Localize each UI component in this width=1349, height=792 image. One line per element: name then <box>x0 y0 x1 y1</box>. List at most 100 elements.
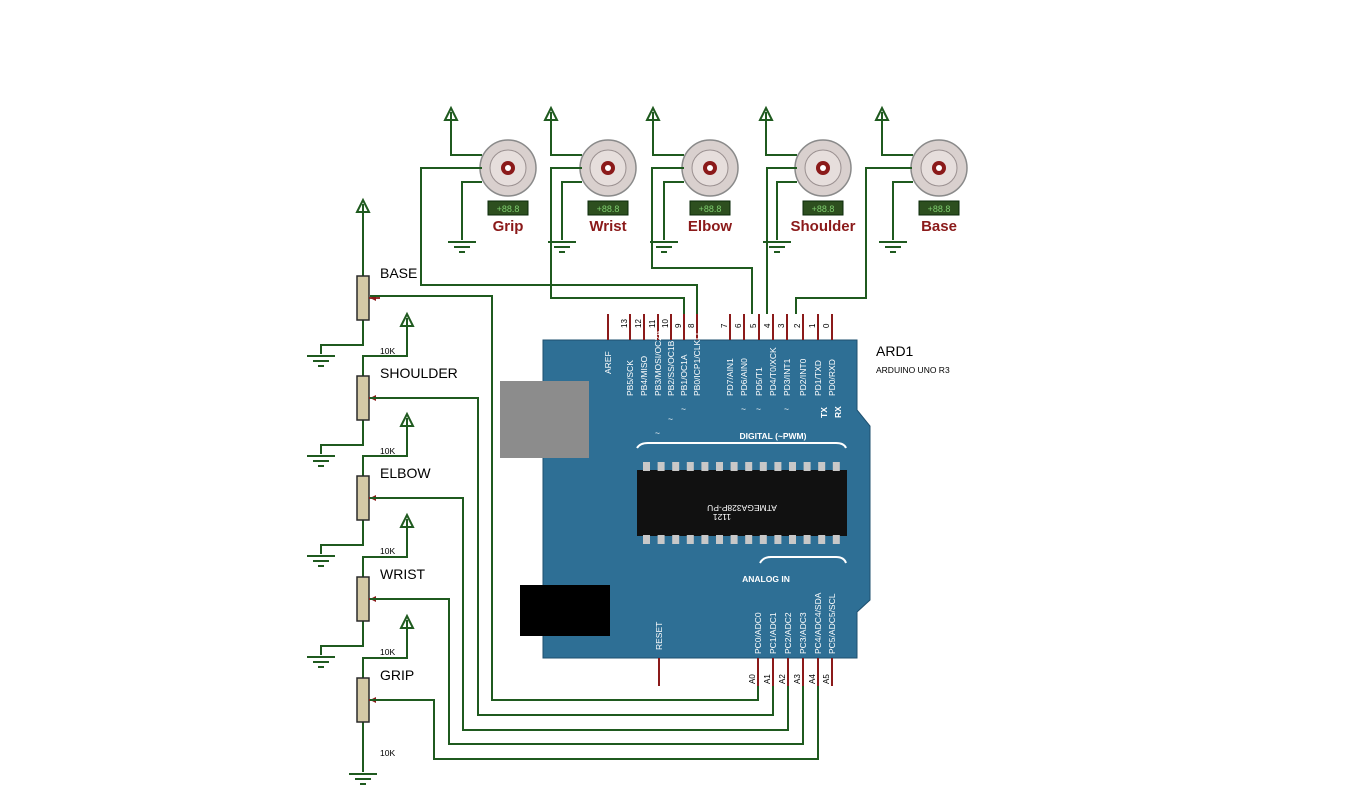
servo-label: Elbow <box>688 218 732 235</box>
digital-pin-number: 11 <box>648 319 657 328</box>
chip-pin <box>818 462 826 471</box>
chip-pin <box>730 462 738 471</box>
wire-shoulder-servo <box>766 167 797 314</box>
digital-pin-name: PB4/MISO <box>639 355 649 396</box>
servo-group: +88.8Grip+88.8Wrist+88.8Elbow+88.8Should… <box>444 107 968 253</box>
chip-pins-top <box>643 462 840 471</box>
chip-pin <box>745 535 753 544</box>
wires <box>370 167 912 760</box>
usb-connector <box>500 381 589 458</box>
digital-pin-name: PD3/INT1 <box>782 358 792 396</box>
digital-pin-name: PB5/SCK <box>625 360 635 396</box>
chip-pin <box>701 535 709 544</box>
wire-base-pot <box>370 295 759 701</box>
chip-pin <box>643 462 650 471</box>
digital-pin-number: 7 <box>720 323 729 328</box>
servo-display <box>487 200 529 216</box>
pot-value: 10K <box>380 446 395 456</box>
servo-label: Base <box>921 218 957 235</box>
pot-body <box>356 576 370 622</box>
digital-pin-number: 6 <box>734 323 743 328</box>
digital-pin-name: PD4/T0/XCK <box>768 347 778 396</box>
aref-label: AREF <box>603 351 613 374</box>
servo-label: Shoulder <box>790 218 855 235</box>
analog-pin-name: PC5/ADC5/SCL <box>827 593 837 654</box>
chip-pin <box>730 535 738 544</box>
pot-label: GRIP <box>380 667 414 683</box>
arduino-board[interactable]: ATMEGA328P-PU 1121 DIGITAL (~PWM) ANALOG… <box>500 314 871 686</box>
digital-bracket <box>636 442 847 449</box>
digital-pin-number: 12 <box>634 319 643 328</box>
chip-pins-bottom <box>643 535 840 544</box>
digital-pin-number: 8 <box>687 323 696 328</box>
chip-pin <box>686 535 694 544</box>
power-jack <box>520 585 610 636</box>
digital-pin-number: 5 <box>749 323 758 328</box>
atmega-chip <box>637 470 847 536</box>
chip-pin <box>672 462 680 471</box>
wire-shoulder-pot <box>370 397 774 716</box>
servo-label: Grip <box>493 218 524 235</box>
digital-pin-name: PD6/AIN0 <box>739 358 749 396</box>
servo-display-value: +88.8 <box>597 204 620 214</box>
pwm-tilde: ~ <box>756 404 761 414</box>
chip-pin <box>672 535 680 544</box>
rx-label: RX <box>833 406 843 418</box>
digital-pins: 13PB5/SCK12PB4/MISO11PB3/MOSI/OC2A10PB2/… <box>620 314 837 438</box>
pot-body <box>356 375 370 421</box>
chip-pin <box>759 462 767 471</box>
pot-body <box>356 677 370 723</box>
wire-base-servo <box>795 167 912 314</box>
digital-pin-number: 4 <box>763 323 772 328</box>
chip-pin <box>701 462 709 471</box>
arduino-ref: ARD1 <box>876 343 914 359</box>
chip-pin <box>716 462 723 471</box>
analog-pin-number: A4 <box>808 674 817 684</box>
servo-display-value: +88.8 <box>699 204 722 214</box>
pwm-tilde: ~ <box>668 414 673 424</box>
tx-label: TX <box>819 407 829 418</box>
digital-pin-name: PD5/T1 <box>754 367 764 396</box>
chip-label: ATMEGA328P-PU <box>707 503 777 513</box>
digital-pin-name: PB1/OC1A <box>679 354 689 396</box>
pot-wrist[interactable]: WRIST 10K <box>306 514 426 668</box>
chip-pin <box>832 462 840 471</box>
wire-elbow-servo <box>651 167 753 314</box>
chip-pin <box>789 535 796 544</box>
digital-pin-number: 3 <box>777 323 786 328</box>
digital-pin-name: PD0/RXD <box>827 359 837 396</box>
pwm-tilde: ~ <box>655 428 660 438</box>
analog-pin-number: A1 <box>763 674 772 684</box>
pot-value: 10K <box>380 647 395 657</box>
analog-pins: PC0/ADC0A0PC1/ADC1A1PC2/ADC2A2PC3/ADC3A3… <box>748 592 837 686</box>
analog-pin-number: A3 <box>793 674 802 684</box>
analog-pin-name: PC0/ADC0 <box>753 612 763 654</box>
digital-pin-number: 9 <box>674 323 683 328</box>
wire-wrist-servo <box>550 167 685 314</box>
pot-value: 10K <box>380 748 395 758</box>
digital-pin-name: PB0/ICP1/CLKO <box>692 333 702 396</box>
chip-code: 1121 <box>713 512 732 522</box>
digital-pin-name: PD7/AIN1 <box>725 358 735 396</box>
pot-label: WRIST <box>380 566 426 582</box>
chip-pin <box>774 462 782 471</box>
chip-pin <box>657 462 665 471</box>
analog-pin-name: PC3/ADC3 <box>798 612 808 654</box>
pot-value: 10K <box>380 346 395 356</box>
chip-pin <box>774 535 782 544</box>
pot-body <box>356 475 370 521</box>
chip-pin <box>803 462 811 471</box>
chip-pin <box>657 535 665 544</box>
analog-pin-number: A2 <box>778 674 787 684</box>
digital-pin-number: 1 <box>808 323 817 328</box>
